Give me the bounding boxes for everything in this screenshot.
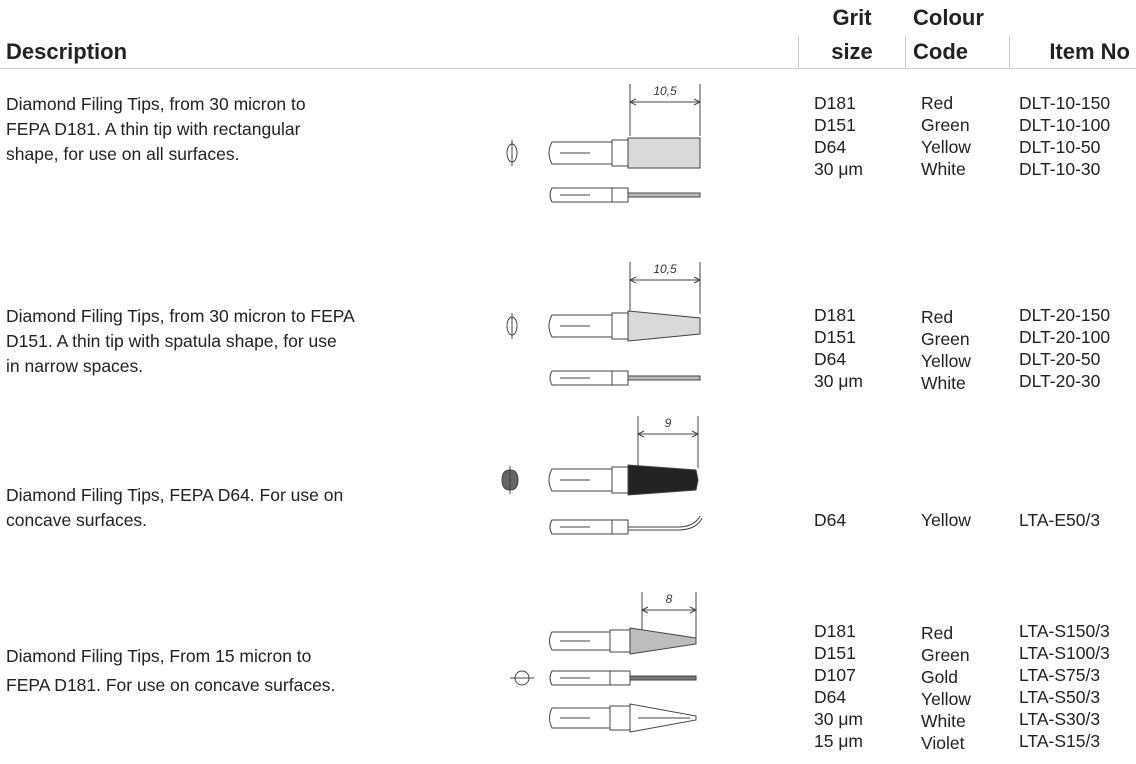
row-2-grit: D181 D151 D64 30 μm	[814, 304, 863, 392]
grit-value: D151	[814, 115, 856, 135]
description-line: concave surfaces.	[6, 510, 148, 530]
colour-value: Gold	[921, 667, 958, 687]
row-4-description: Diamond Filing Tips, From 15 micron to F…	[6, 644, 335, 698]
grit-value: D64	[814, 687, 847, 707]
item-number: LTA-S150/3	[1019, 621, 1110, 641]
grit-value: D107	[814, 665, 856, 685]
grit-value: D181	[814, 621, 856, 641]
grit-value: 30 μm	[814, 371, 863, 391]
grit-value: 30 μm	[814, 709, 863, 729]
colour-value: White	[921, 711, 966, 731]
colour-value: Yellow	[921, 351, 971, 371]
item-number: LTA-S30/3	[1019, 709, 1101, 729]
item-number: DLT-20-30	[1019, 371, 1101, 391]
row-4-tip-drawing: 8	[510, 592, 698, 733]
description-line: in narrow spaces.	[6, 356, 144, 376]
description-line: Diamond Filing Tips, FEPA D64. For use o…	[6, 485, 344, 505]
item-number: LTA-S15/3	[1019, 731, 1101, 751]
row-4-colour: Red Green Gold Yellow White Violet	[921, 622, 971, 754]
item-number: DLT-10-50	[1019, 137, 1101, 157]
grit-value: 15 μm	[814, 731, 863, 751]
grit-value: 30 μm	[814, 159, 863, 179]
header-grit-line2: size	[831, 39, 873, 64]
grit-value: D64	[814, 137, 847, 157]
column-divider	[905, 36, 906, 68]
row-1-colour: Red Green Yellow White	[921, 92, 971, 180]
item-number: DLT-20-100	[1019, 327, 1111, 347]
colour-value: Green	[921, 329, 970, 349]
header-colour-line1: Colour	[913, 5, 984, 30]
colour-value: Green	[921, 645, 970, 665]
grit-value: D181	[814, 93, 856, 113]
grit-value: D64	[814, 349, 847, 369]
description-line: shape, for use on all surfaces.	[6, 144, 240, 164]
item-number: LTA-S75/3	[1019, 665, 1101, 685]
description-line: Diamond Filing Tips, from 30 micron to F…	[6, 306, 355, 326]
row-3-colour: Yellow	[921, 509, 971, 531]
description-line: Diamond Filing Tips, From 15 micron to	[6, 646, 312, 666]
colour-value: White	[921, 159, 966, 179]
colour-value: Yellow	[921, 689, 971, 709]
row-1-tip-drawing: 10,5	[506, 84, 702, 203]
item-number: DLT-20-150	[1019, 305, 1111, 325]
colour-value: Red	[921, 93, 954, 113]
item-number: DLT-10-30	[1019, 159, 1101, 179]
column-divider	[1009, 36, 1010, 68]
item-number: DLT-10-150	[1019, 93, 1111, 113]
dimension-label: 9	[665, 416, 672, 430]
dimension-label: 10,5	[653, 84, 677, 98]
dimension-label: 8	[666, 592, 673, 606]
header-description: Description	[6, 39, 128, 64]
row-1-description: Diamond Filing Tips, from 30 micron to F…	[6, 92, 306, 167]
header-colour-code: Colour Code	[913, 6, 1013, 64]
colour-value: Green	[921, 115, 970, 135]
colour-value: White	[921, 373, 966, 393]
column-divider	[798, 36, 799, 68]
row-2-tip-drawing: 10,5	[506, 262, 702, 386]
row-2-item: DLT-20-150 DLT-20-100 DLT-20-50 DLT-20-3…	[1019, 304, 1110, 392]
colour-value: Violet	[921, 733, 965, 753]
header-rule	[0, 68, 1136, 69]
colour-value: Red	[921, 307, 954, 327]
row-3-description: Diamond Filing Tips, FEPA D64. For use o…	[6, 483, 343, 533]
colour-value: Yellow	[921, 510, 971, 530]
grit-value: D64	[814, 510, 847, 530]
item-number: DLT-20-50	[1019, 349, 1101, 369]
description-line: FEPA D181. For use on concave surfaces.	[6, 675, 336, 695]
row-1-item: DLT-10-150 DLT-10-100 DLT-10-50 DLT-10-3…	[1019, 92, 1110, 180]
grit-value: D151	[814, 643, 856, 663]
item-number: DLT-10-100	[1019, 115, 1111, 135]
colour-value: Red	[921, 623, 954, 643]
description-line: FEPA D181. A thin tip with rectangular	[6, 119, 301, 139]
row-1-grit: D181 D151 D64 30 μm	[814, 92, 863, 180]
item-number: LTA-S50/3	[1019, 687, 1101, 707]
row-3-item: LTA-E50/3	[1019, 509, 1100, 531]
header-colour-line2: Code	[913, 39, 968, 64]
row-4-item: LTA-S150/3 LTA-S100/3 LTA-S75/3 LTA-S50/…	[1019, 620, 1110, 752]
colour-value: Yellow	[921, 137, 971, 157]
header-grit-size: Grit size	[813, 6, 891, 64]
header-item-no: Item No	[1049, 39, 1130, 64]
grit-value: D181	[814, 305, 856, 325]
item-number: LTA-E50/3	[1019, 510, 1101, 530]
description-line: Diamond Filing Tips, from 30 micron to	[6, 94, 306, 114]
item-number: LTA-S100/3	[1019, 643, 1110, 663]
grit-value: D151	[814, 327, 856, 347]
row-4-grit: D181 D151 D107 D64 30 μm 15 μm	[814, 620, 863, 752]
description-line: D151. A thin tip with spatula shape, for…	[6, 331, 337, 351]
header-grit-line1: Grit	[832, 5, 872, 30]
row-2-colour: Red Green Yellow White	[921, 306, 971, 394]
row-3-tip-drawing: 9	[501, 416, 703, 535]
row-2-description: Diamond Filing Tips, from 30 micron to F…	[6, 304, 355, 379]
dimension-label: 10,5	[653, 262, 677, 276]
row-3-grit: D64	[814, 509, 846, 531]
